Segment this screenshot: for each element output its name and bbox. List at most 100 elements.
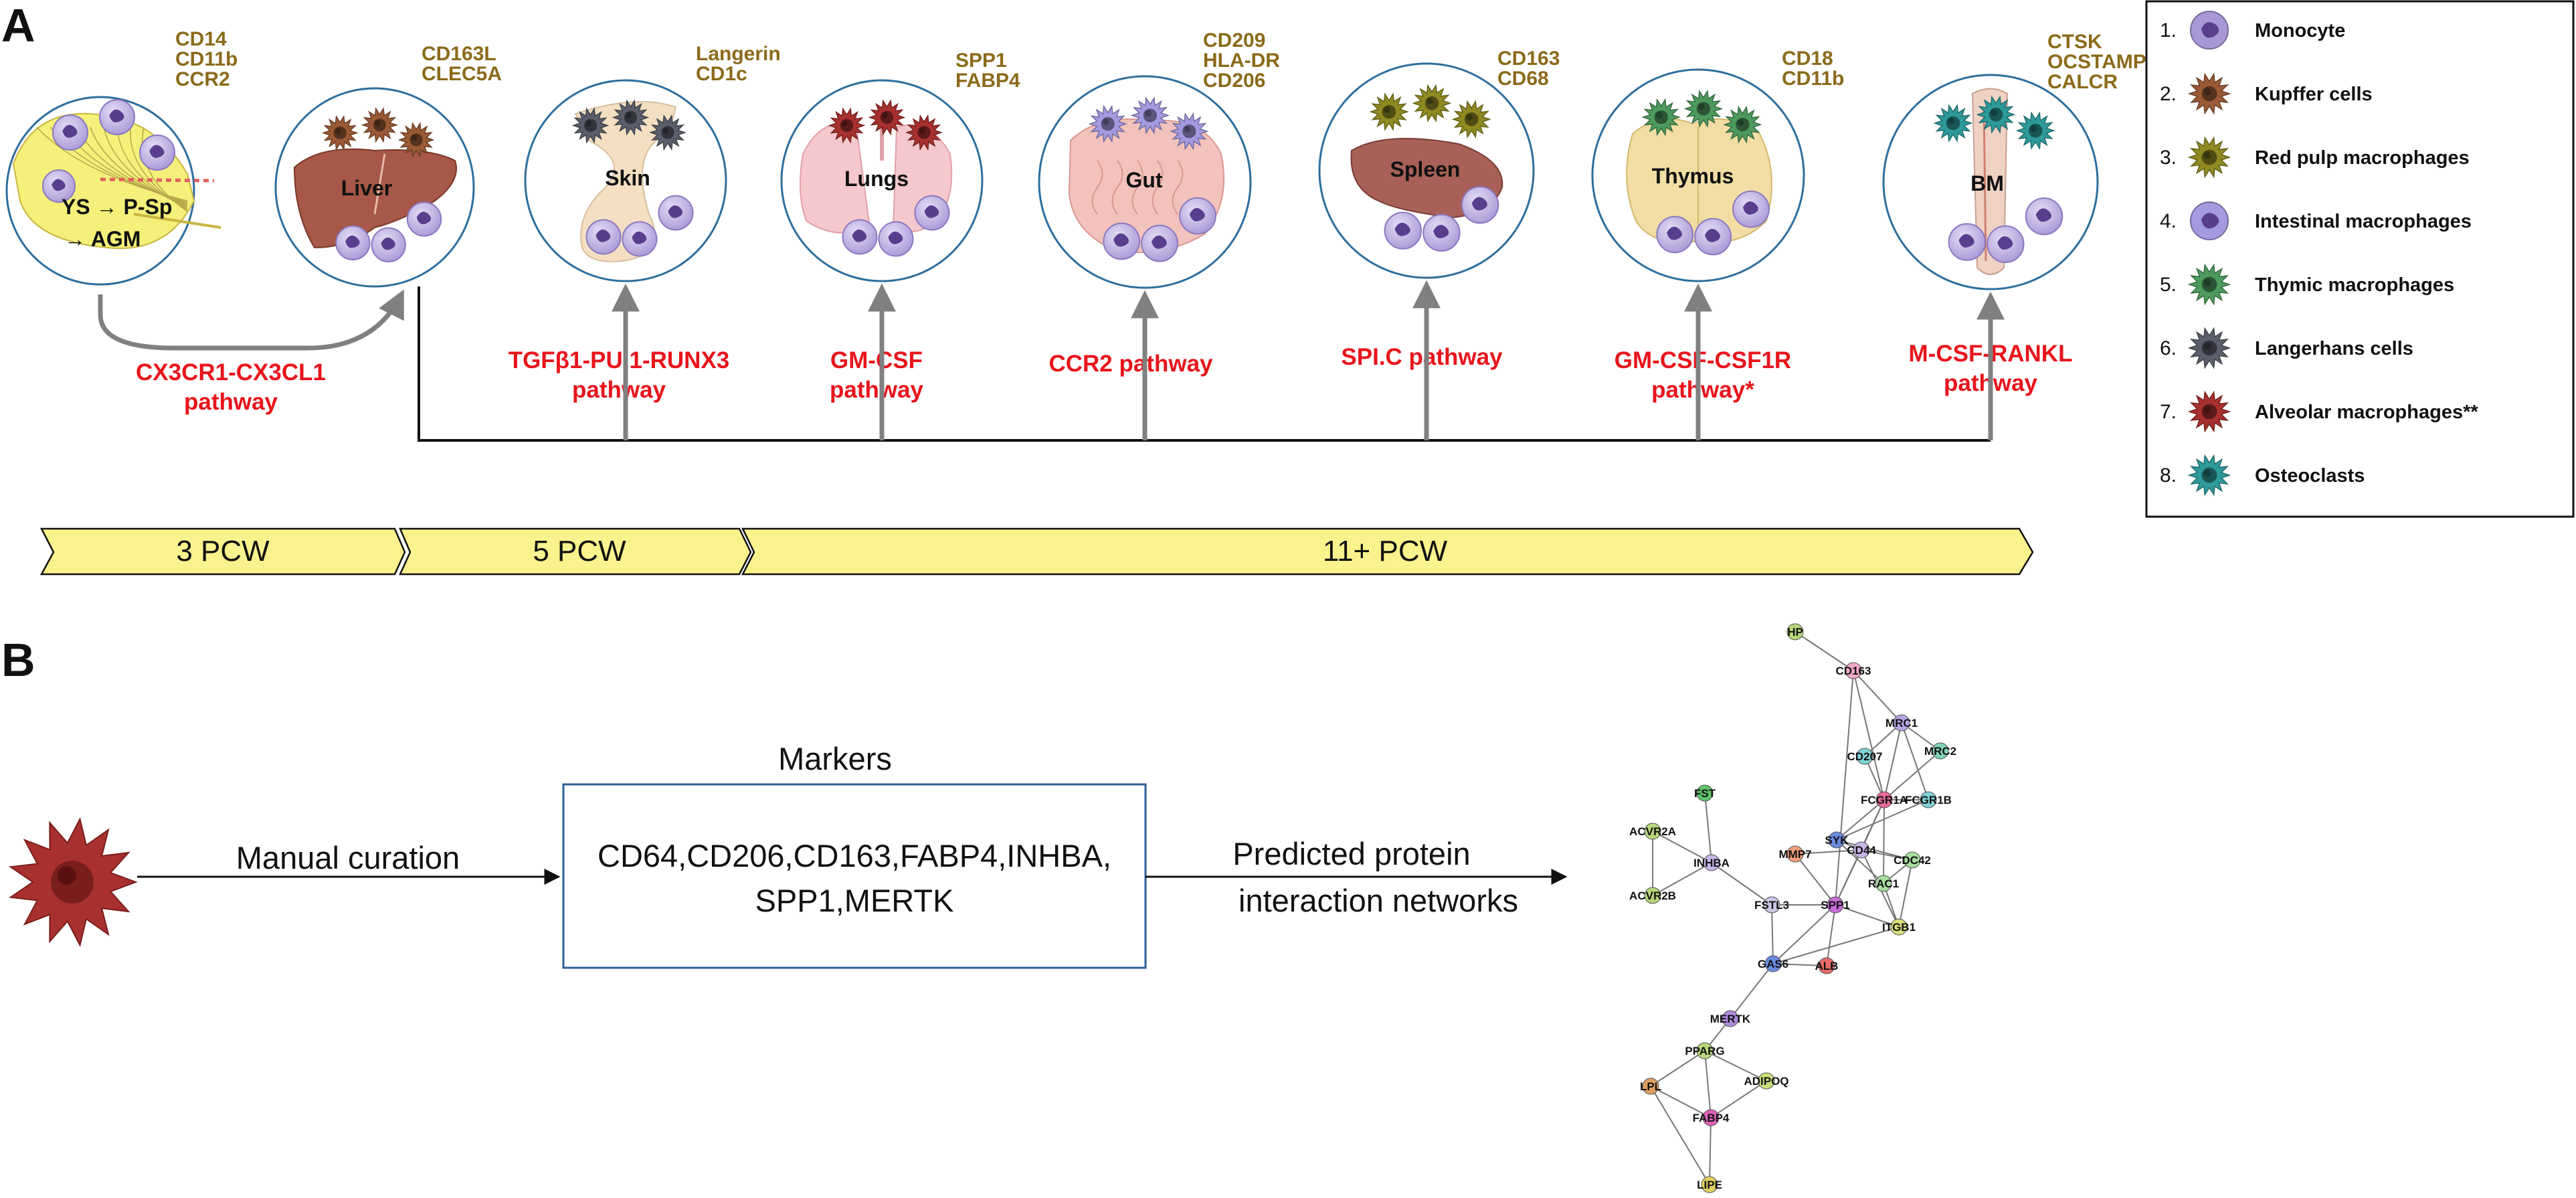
timeline-segment-2 xyxy=(399,527,752,576)
network-edge xyxy=(1883,799,1885,884)
marker-ys: CD14 xyxy=(175,28,227,50)
monocyte-cell xyxy=(42,169,76,203)
resident-macrophage-cell xyxy=(1451,100,1491,139)
monocyte-cell xyxy=(622,221,658,257)
pathway-arrows xyxy=(612,280,2005,440)
legend-swatch xyxy=(2187,72,2231,115)
site-label-spleen: Spleen xyxy=(1390,157,1461,181)
markers-title: Markers xyxy=(778,741,892,776)
network-node: FST xyxy=(1694,784,1716,802)
monocyte-cell xyxy=(335,225,371,261)
network-node: FCGR1A xyxy=(1861,791,1908,808)
network-node: ACVR2A xyxy=(1629,823,1676,840)
network-node: FCGR1B xyxy=(1905,791,1952,808)
site-label-lungs: Lungs xyxy=(844,167,909,191)
network-edge xyxy=(1772,926,1900,964)
network-edge xyxy=(1883,722,1902,800)
site-label-liver: Liver xyxy=(341,176,392,200)
network-node-label: MRC1 xyxy=(1885,717,1918,730)
network-edge xyxy=(1795,853,1836,906)
pathway-label-liver: pathway xyxy=(184,389,278,415)
network-node-label: ITGB1 xyxy=(1882,921,1916,934)
network-edge xyxy=(1835,904,1900,928)
network-node: GAS6 xyxy=(1758,955,1788,972)
network-edge xyxy=(1650,1050,1706,1087)
marker-skin: Langerin xyxy=(696,43,781,65)
network-edge xyxy=(1883,750,1941,800)
markers-box xyxy=(562,783,1147,969)
network-edge xyxy=(1795,849,1862,855)
marker-gut: CD206 xyxy=(1203,70,1265,92)
network-edge xyxy=(1836,839,1884,884)
network-node: MERTK xyxy=(1710,1010,1751,1027)
marker-skin: CD1c xyxy=(696,63,747,85)
pathway-label-lungs: GM-CSF xyxy=(830,347,923,373)
legend-number: 8. xyxy=(2160,464,2177,487)
network-node: SPP1 xyxy=(1821,896,1850,914)
legend-item: 1.Monocyte xyxy=(2160,11,2345,50)
network-edge xyxy=(1853,670,1885,800)
resident-macrophage-cell xyxy=(1723,105,1762,144)
network-node-label: FST xyxy=(1694,787,1716,800)
network-edge xyxy=(1901,722,1929,800)
network-edge xyxy=(1650,1086,1710,1185)
network-node: MRC1 xyxy=(1885,714,1918,732)
network-edge xyxy=(1711,862,1772,906)
pathway-label-liver: CX3CR1-CX3CL1 xyxy=(136,359,326,386)
legend-item: 8. Osteoclasts xyxy=(2160,454,2365,497)
network-node-label: CD207 xyxy=(1847,750,1883,763)
network-node: LIPE xyxy=(1697,1176,1722,1193)
network-node-label: MERTK xyxy=(1710,1013,1751,1025)
ys-label-1: YS → P-Sp xyxy=(62,195,172,219)
legend-label: Thymic macrophages xyxy=(2255,274,2454,296)
network-node-label: CD44 xyxy=(1847,844,1876,857)
monocyte-cell xyxy=(842,219,878,255)
resident-macrophage-cell xyxy=(612,99,650,136)
network-edge xyxy=(1771,904,1774,964)
network-edge xyxy=(1898,859,1913,928)
legend-item: 3.Red pulp macrophages xyxy=(2160,136,2470,179)
monocyte-cell xyxy=(658,195,694,231)
legend-item: 7.Alveolar macrophages** xyxy=(2160,390,2478,433)
network-edge xyxy=(1826,904,1836,966)
marker-spleen: CD163 xyxy=(1497,48,1560,70)
resident-macrophage-cell xyxy=(397,122,435,158)
legend-label: Osteoclasts xyxy=(2255,465,2365,487)
network-node: MRC2 xyxy=(1924,742,1956,760)
network-edge xyxy=(1772,963,1827,966)
legend-label: Alveolar macrophages** xyxy=(2255,402,2478,423)
marker-ys: CD11b xyxy=(175,48,238,70)
network-node: INHBA xyxy=(1693,854,1730,871)
network-node: CD163 xyxy=(1836,662,1871,679)
legend-number: 2. xyxy=(2160,83,2177,105)
network-node-label: SPP1 xyxy=(1821,899,1849,912)
network-edge xyxy=(1836,799,1885,841)
network-edge xyxy=(1704,1050,1712,1118)
network-node-label: FABP4 xyxy=(1693,1112,1730,1124)
ys-to-liver-arrow xyxy=(98,289,404,351)
pathway-label-skin: pathway xyxy=(572,377,666,403)
network-node: HP xyxy=(1786,623,1804,640)
network-node: PPARG xyxy=(1685,1042,1725,1059)
network-node-label: FCGR1A xyxy=(1861,794,1908,806)
marker-ys: CCR2 xyxy=(175,68,230,90)
site-label-skin: Skin xyxy=(605,166,650,190)
site-bm: BMCTSKOCSTAMPCALCRM-CSF-RANKLpathway xyxy=(1882,31,2146,396)
resident-macrophage-cell xyxy=(1641,98,1681,137)
monocyte-cell xyxy=(1694,218,1732,256)
resident-macrophage-cell xyxy=(361,106,398,143)
network-node: FSTL3 xyxy=(1754,896,1789,914)
network-edge xyxy=(1704,1050,1767,1082)
site-label-bm: BM xyxy=(1970,171,2004,195)
pathway-label-thymus: GM-CSF-CSF1R xyxy=(1615,347,1791,373)
network-node: LPL xyxy=(1640,1078,1661,1095)
network-edge xyxy=(1652,862,1712,896)
network-edge xyxy=(1853,670,1902,723)
monocyte-cell xyxy=(2025,197,2063,236)
marker-bm: CTSK xyxy=(2047,31,2102,53)
network-edge xyxy=(1652,831,1712,863)
network-node-label: INHBA xyxy=(1693,857,1730,869)
network-edge xyxy=(1709,1117,1712,1185)
